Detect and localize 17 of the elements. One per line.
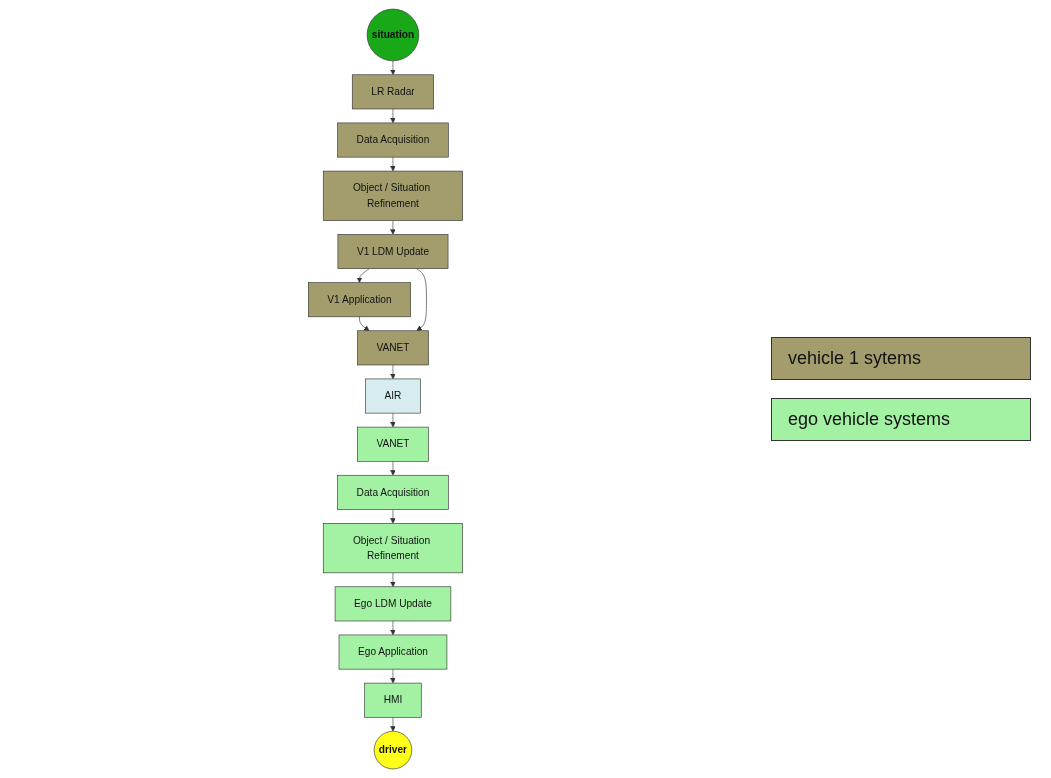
node-box: VANET bbox=[357, 426, 429, 462]
node-circle: situation bbox=[366, 8, 420, 62]
node-box: V1 LDM Update bbox=[337, 234, 449, 269]
node-box: Object / Situation Refinement bbox=[322, 523, 463, 574]
node-box: Data Acquisition bbox=[337, 122, 449, 158]
node-box: V1 Application bbox=[308, 282, 411, 318]
node-circle: driver bbox=[373, 730, 413, 770]
node-box: Ego Application bbox=[338, 634, 448, 670]
node-box: VANET bbox=[357, 330, 429, 366]
node-box: AIR bbox=[365, 378, 421, 414]
node-box: Ego LDM Update bbox=[334, 586, 452, 622]
node-box: LR Radar bbox=[351, 74, 434, 110]
node-box: Data Acquisition bbox=[337, 474, 449, 510]
node-box: HMI bbox=[364, 682, 422, 718]
legend-item: vehicle 1 sytems bbox=[771, 337, 1031, 380]
node-box: Object / Situation Refinement bbox=[322, 170, 463, 221]
legend-item: ego vehicle systems bbox=[771, 398, 1031, 441]
